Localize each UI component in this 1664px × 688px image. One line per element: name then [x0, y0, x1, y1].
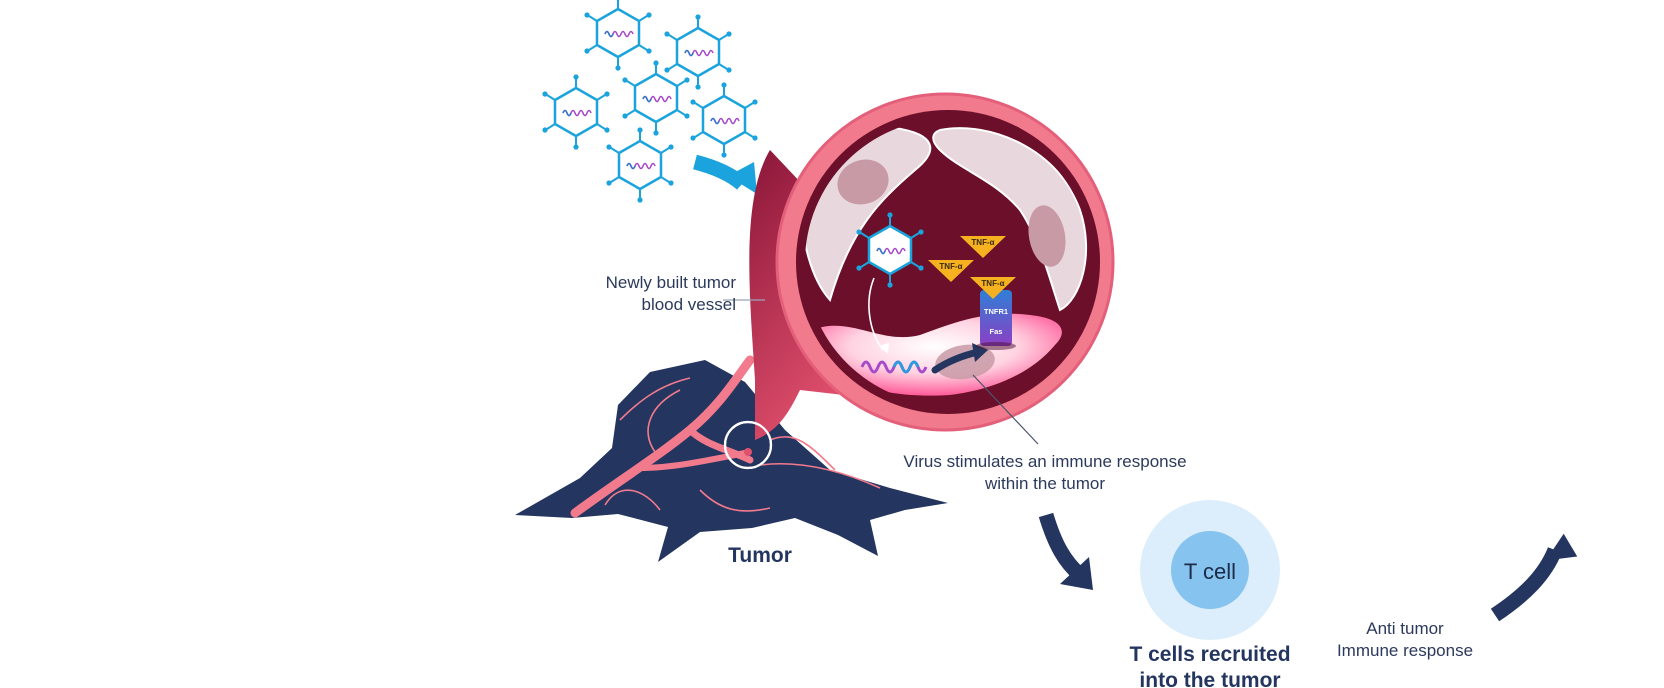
receptor-icon	[980, 290, 1012, 346]
tnfr1-label: TNFR1	[984, 307, 1008, 316]
virus-icon	[541, 73, 611, 151]
t-cells-recruited-label-line: into the tumor	[1139, 669, 1281, 688]
t-cells-recruited-label-line: T cells recruited	[1129, 643, 1291, 666]
virus-icon	[689, 81, 759, 159]
t-cell-icon: T cell	[1140, 500, 1280, 640]
tumor-label: Tumor	[728, 544, 792, 567]
blood-vessel-label-line: Newly built tumor	[605, 273, 736, 292]
virus-icon	[621, 59, 691, 137]
tnf-alpha-label: TNF-α	[971, 238, 994, 247]
virus-icon	[583, 0, 653, 72]
curved-arrow-icon	[1490, 533, 1578, 622]
blood-vessel-cross-section: TNFR1 Fas TNF-α TNF-α TNF-α	[775, 92, 1115, 432]
response-leader-line	[972, 374, 1039, 445]
t-cell-label: T cell	[1184, 559, 1236, 584]
tnf-alpha-triangle-icon: TNF-α	[970, 277, 1016, 299]
curved-arrow-icon	[693, 154, 757, 194]
virus-icon	[663, 13, 733, 91]
blood-vessel-label-line: blood vessel	[641, 295, 736, 314]
anti-tumor-label-line: Immune response	[1336, 641, 1474, 660]
anti-tumor-label-line: Anti tumor	[1366, 619, 1444, 638]
virus-icon	[605, 126, 675, 204]
anti-tumor-label: Anti tumor Immune response	[1320, 618, 1490, 662]
immune-response-label-line: within the tumor	[985, 474, 1105, 493]
curved-arrow-icon	[1038, 512, 1093, 590]
immune-response-label-line: Virus stimulates an immune response	[903, 452, 1187, 471]
tnf-alpha-label: TNF-α	[939, 262, 962, 271]
tnf-alpha-triangle-icon: TNF-α	[960, 236, 1006, 258]
tnf-alpha-triangle-icon: TNF-α	[928, 260, 974, 282]
t-cells-recruited-label: T cells recruited into the tumor	[1100, 642, 1320, 688]
tnf-alpha-label: TNF-α	[981, 279, 1004, 288]
immune-response-label: Virus stimulates an immune response with…	[880, 451, 1210, 495]
blood-vessel-label: Newly built tumor blood vessel	[560, 272, 736, 316]
fas-label: Fas	[990, 327, 1003, 336]
